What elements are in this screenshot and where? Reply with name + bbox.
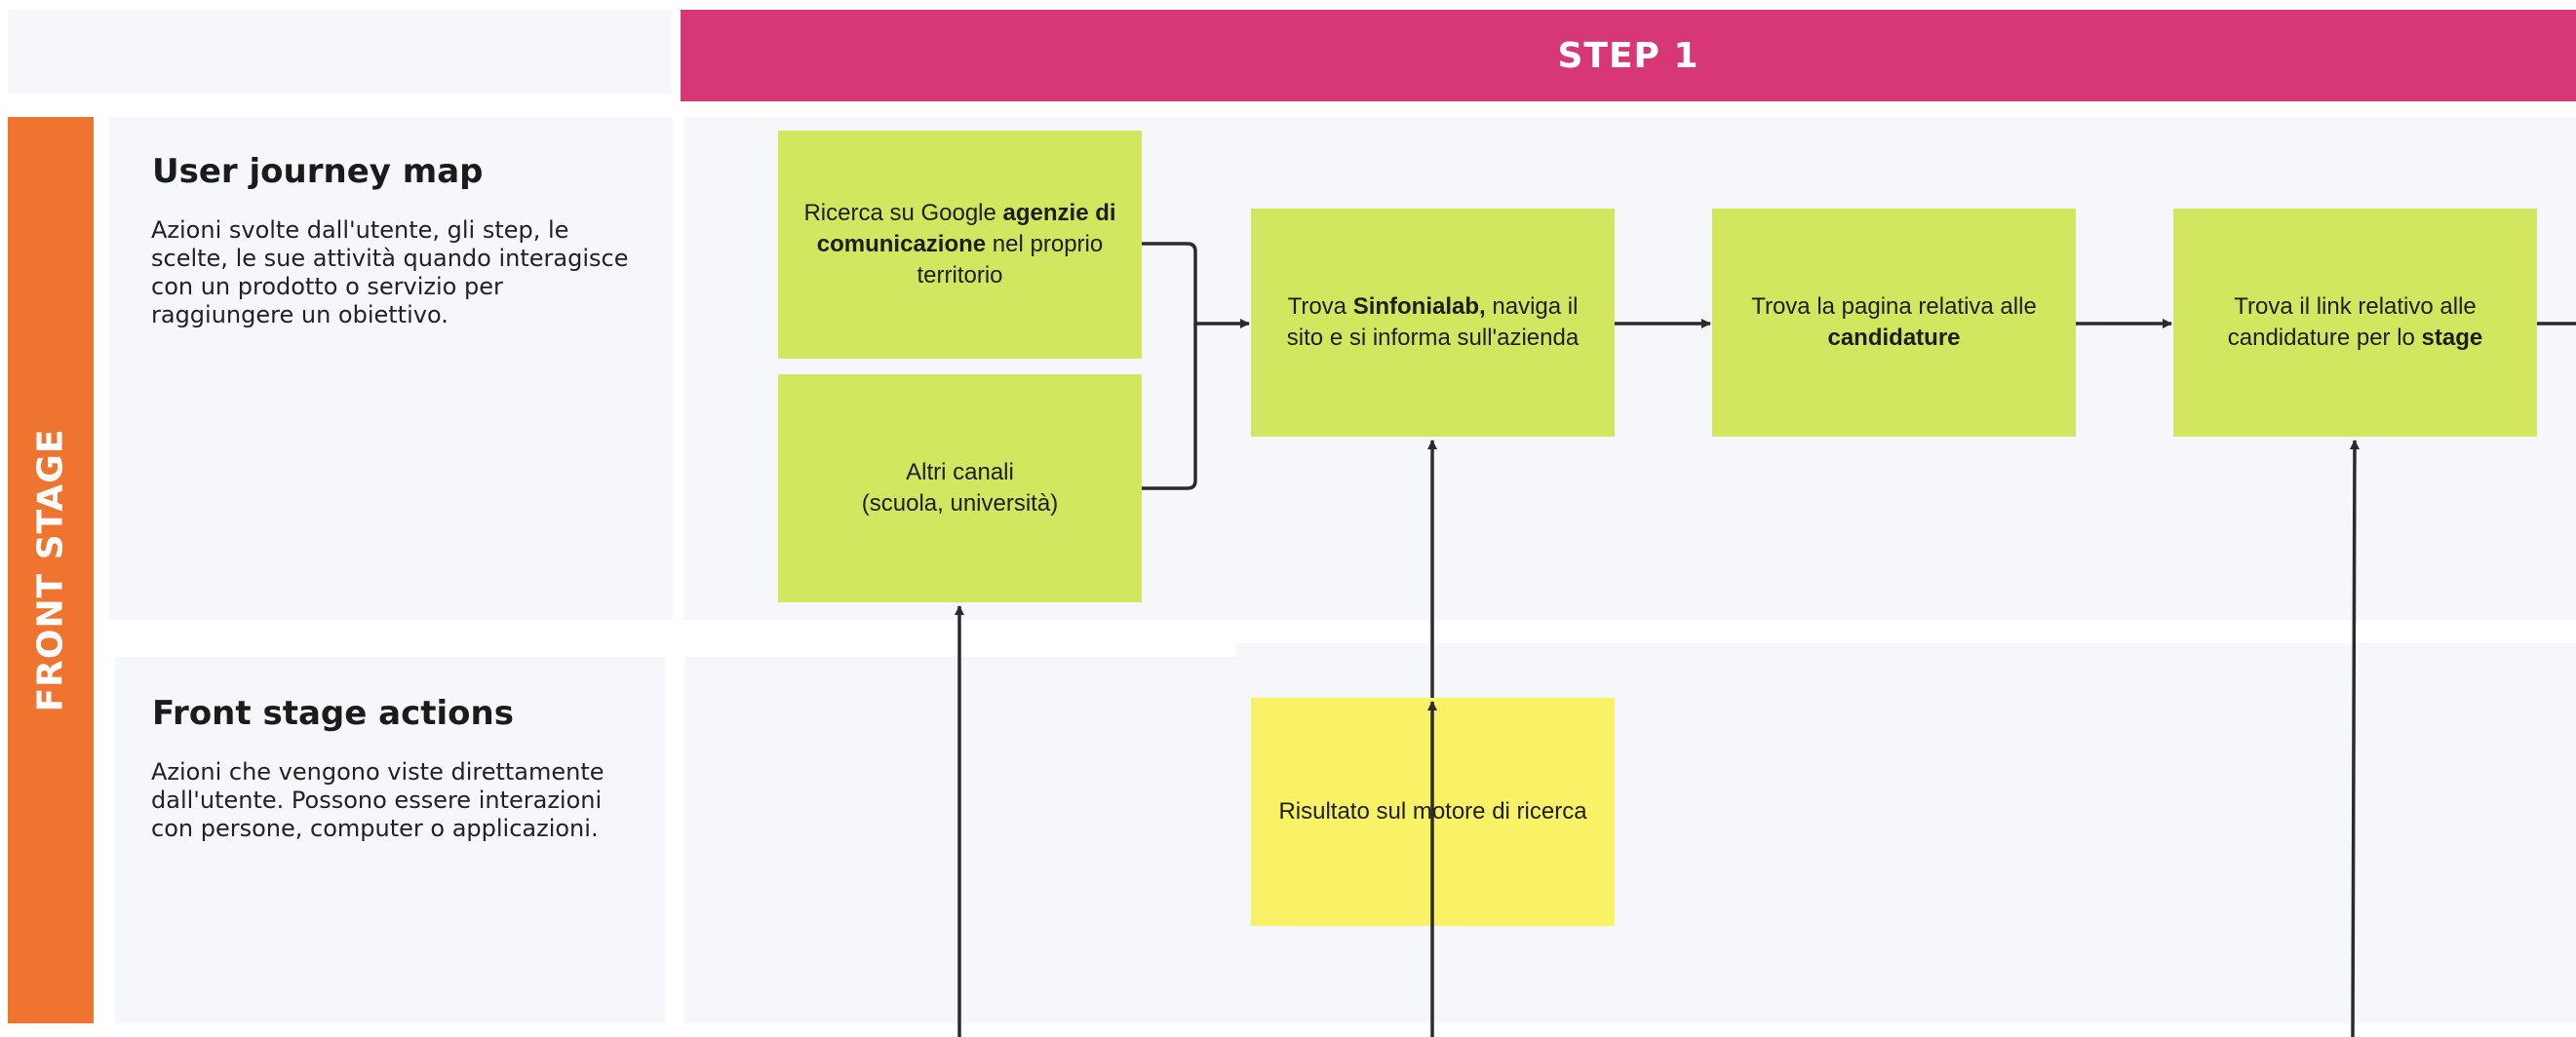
journey-row-label-panel: User journey map Azioni svolte dall'uten…	[109, 117, 673, 620]
journey-row-description: Azioni svolte dall'utente, gli step, le …	[151, 216, 629, 328]
card-candidature-page-text: Trova la pagina relativa alle candidatur…	[1751, 293, 2037, 351]
front-row-title: Front stage actions	[152, 694, 514, 733]
card-other-channels-text: Altri canali(scuola, università)	[861, 459, 1059, 517]
card-search-result: Risultato sul motore di ricerca	[1251, 698, 1615, 926]
front-row-description: Azioni che vengono viste direttamente da…	[151, 758, 605, 842]
front-content-panel-left	[684, 657, 1236, 1023]
header-corner-panel	[8, 10, 671, 94]
step-label: STEP 1	[1557, 35, 1699, 76]
front-row-label-panel: Front stage actions Azioni che vengono v…	[115, 657, 665, 1023]
journey-row-title: User journey map	[152, 152, 484, 191]
card-find-sinfonialab-text: Trova Sinfonialab, naviga il sito e si i…	[1286, 293, 1580, 351]
front-stage-label: FRONT STAGE	[30, 428, 71, 712]
card-google-search-text: Ricerca su Google agenzie di comunicazio…	[803, 200, 1116, 288]
card-google-search: Ricerca su Google agenzie di comunicazio…	[778, 131, 1142, 359]
card-other-channels: Altri canali(scuola, università)	[778, 374, 1142, 602]
front-stage-bar: FRONT STAGE	[8, 117, 94, 1023]
card-search-result-text: Risultato sul motore di ricerca	[1278, 798, 1587, 825]
card-stage-link-text: Trova il link relativo alle candidature …	[2227, 293, 2483, 351]
card-find-sinfonialab: Trova Sinfonialab, naviga il sito e si i…	[1251, 209, 1615, 437]
card-candidature-page: Trova la pagina relativa alle candidatur…	[1712, 209, 2076, 437]
card-stage-link: Trova il link relativo alle candidature …	[2173, 209, 2537, 437]
step-header: STEP 1	[681, 10, 2576, 101]
